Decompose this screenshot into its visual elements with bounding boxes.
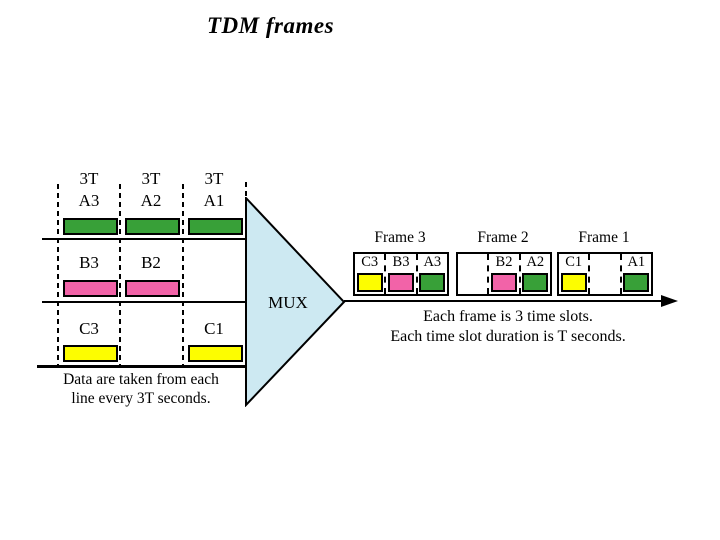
time-divider-dash-4 xyxy=(245,182,247,199)
frame2-slot3-unit xyxy=(522,273,549,292)
data-unit-b2 xyxy=(125,280,180,297)
input-line-a xyxy=(42,238,247,240)
frame2-slot-1 xyxy=(458,254,487,294)
output-arrow-head-icon xyxy=(661,295,678,307)
frame2-box: B2 A2 xyxy=(456,252,552,296)
frame3-slot3-label: A3 xyxy=(423,254,442,270)
frame2-slot-3: A2 xyxy=(518,254,550,294)
slot-duration-label: 3T xyxy=(141,169,161,188)
input-line-b xyxy=(42,301,247,303)
frame3-box: C3 B3 A3 xyxy=(353,252,449,296)
output-arrow-line xyxy=(344,300,664,302)
time-divider-dash-3 xyxy=(182,184,184,367)
frame2-title: Frame 2 xyxy=(477,229,529,246)
frame1-slot3-label: A1 xyxy=(627,254,646,270)
input-note-line1: Data are taken from each xyxy=(63,371,219,388)
frame1-slot-3: A1 xyxy=(619,254,651,294)
frame2-slot3-label: A2 xyxy=(526,254,545,270)
input-line-c xyxy=(37,365,247,368)
frame3-slot1-label: C3 xyxy=(361,254,379,270)
slot-label-a3: A3 xyxy=(78,191,100,210)
data-unit-a1 xyxy=(188,218,243,235)
frame1-slot1-unit xyxy=(560,273,587,292)
frame3-slot3-unit xyxy=(419,273,446,292)
slot-label-c1: C1 xyxy=(204,319,224,338)
time-divider-dash-2 xyxy=(119,184,121,367)
frame-caption-line1: Each frame is 3 time slots. xyxy=(423,308,593,325)
frame3-slot2-label: B3 xyxy=(392,254,410,270)
slot-label-c3: C3 xyxy=(79,319,99,338)
frame3-slot-3: A3 xyxy=(415,254,447,294)
frame1-title: Frame 1 xyxy=(578,229,630,246)
frame1-slot-2 xyxy=(588,254,619,294)
frame3-slot-1: C3 xyxy=(355,254,384,294)
slot-label-b2: B2 xyxy=(141,253,161,272)
page-title: TDM frames xyxy=(207,13,335,38)
frame3-slot1-unit xyxy=(356,273,383,292)
mux-label: MUX xyxy=(268,293,308,312)
frame1-box: C1 A1 xyxy=(557,252,653,296)
frame3-slot2-unit xyxy=(387,273,414,292)
data-unit-c1 xyxy=(188,345,243,362)
frame3-slot-2: B3 xyxy=(384,254,415,294)
frame1-slot-1: C1 xyxy=(559,254,588,294)
slot-label-a1: A1 xyxy=(203,191,225,210)
slot-label-a2: A2 xyxy=(140,191,162,210)
slot-duration-label: 3T xyxy=(204,169,224,188)
slot-label-b3: B3 xyxy=(79,253,99,272)
data-unit-b3 xyxy=(63,280,118,297)
input-note: Data are taken from each line every 3T s… xyxy=(34,371,248,408)
time-divider-dash-1 xyxy=(57,184,59,367)
mux-triangle xyxy=(245,197,346,407)
input-note-line2: line every 3T seconds. xyxy=(71,389,211,407)
frame2-slot2-label: B2 xyxy=(495,254,513,270)
data-unit-c3 xyxy=(63,345,118,362)
data-unit-a2 xyxy=(125,218,180,235)
frame2-slot2-unit xyxy=(490,273,517,292)
frame2-slot-2: B2 xyxy=(487,254,518,294)
frame1-slot3-unit xyxy=(623,273,650,292)
frame1-slot1-label: C1 xyxy=(565,254,583,270)
slot-duration-label: 3T xyxy=(79,169,99,188)
frame-caption-line2: Each time slot duration is T seconds. xyxy=(390,328,626,345)
data-unit-a3 xyxy=(63,218,118,235)
frame3-title: Frame 3 xyxy=(374,229,426,246)
